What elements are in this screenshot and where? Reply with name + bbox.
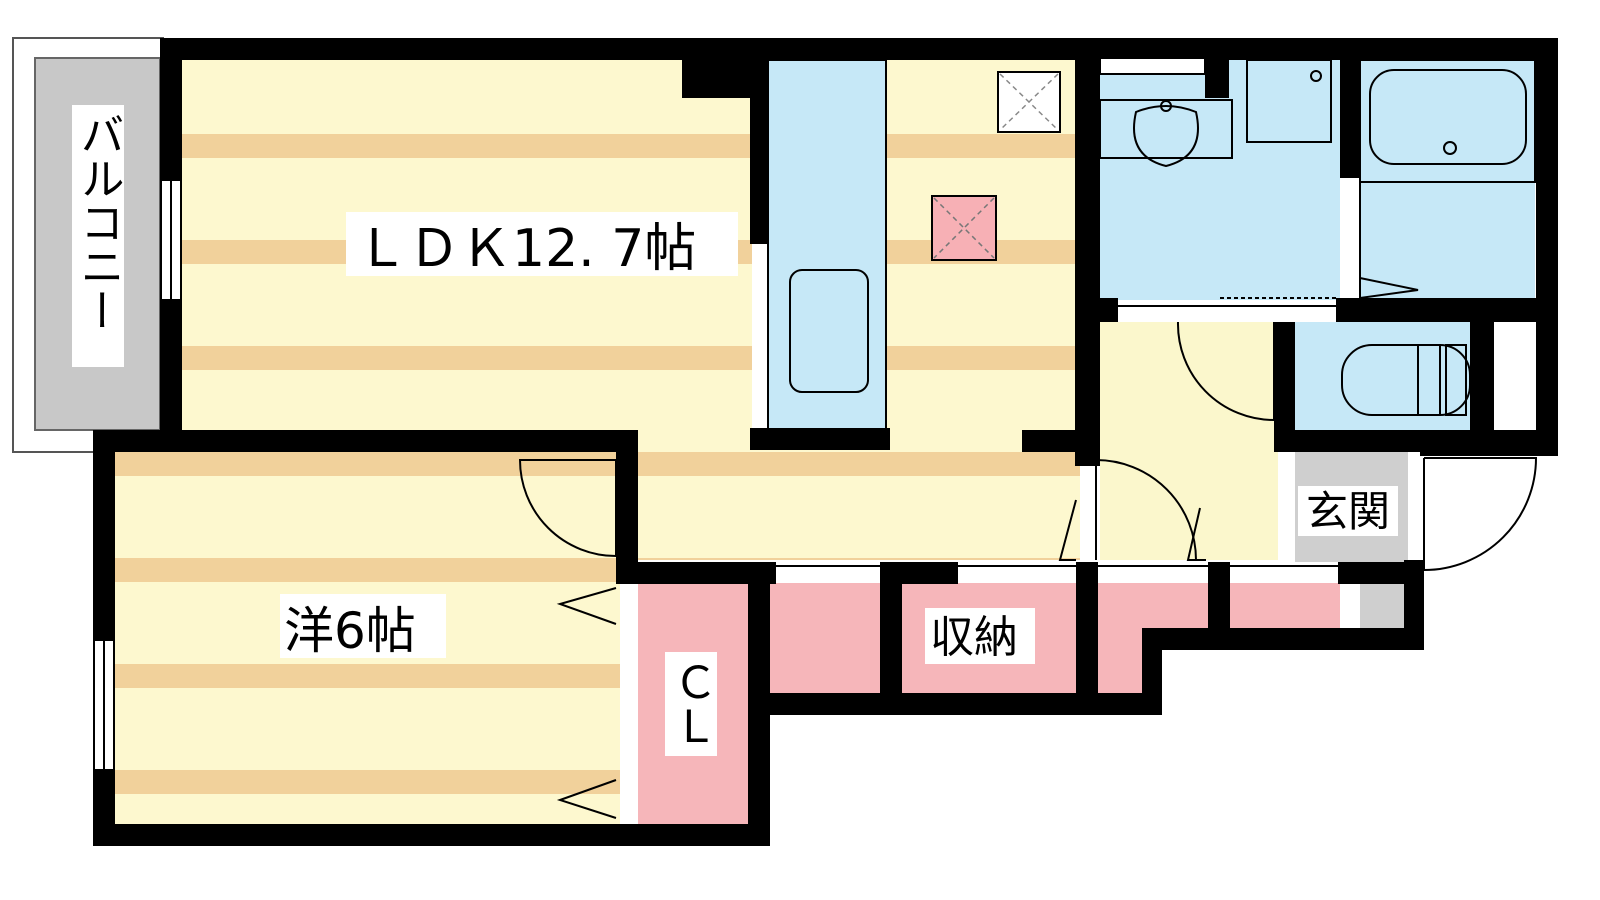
toilet-room-floor [1295,322,1473,430]
hallway-floor [1100,322,1278,560]
closet-label-bg [665,652,717,756]
western-room-label: 洋6帖 [284,602,416,660]
toilet-icon [1341,344,1471,416]
ldk-label-bg [346,212,738,276]
entrance-label-bg [1298,486,1398,536]
western-room-label-bg [280,594,446,658]
walls [93,38,1558,846]
entrance-label: 玄関 [1306,487,1390,536]
storage-area-1 [770,583,880,693]
door-swings[interactable] [518,178,1538,819]
bathroom-floor [1360,60,1535,300]
kitchen-sink-icon [789,269,869,393]
closet-label: ＣＬ [666,660,717,748]
ldk-label: ＬＤＫ12. 7帖 [356,219,696,279]
ceiling-vent-icon [997,71,1061,133]
kitchen-end-wall[interactable] [750,428,890,450]
balcony-label: バルコニー [72,105,124,367]
storage-label: 収納 [930,612,1018,663]
kitchen-counter [767,59,887,431]
storage-area-4 [1228,583,1340,628]
balcony-label-text: バルコニー [73,112,124,332]
range-hood-icon [931,195,997,261]
storage-label-bg [925,608,1035,664]
windows [93,57,1535,771]
storage-area-3 [1098,583,1208,693]
